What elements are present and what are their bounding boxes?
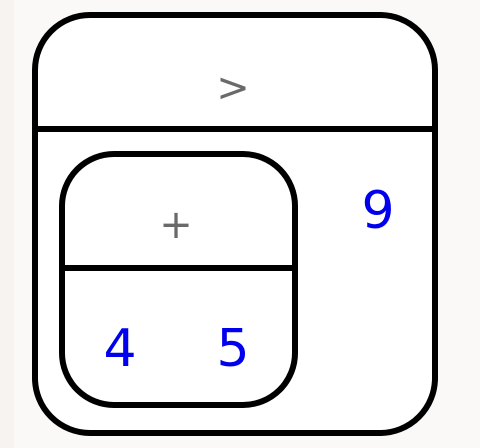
comparison-node-divider bbox=[38, 126, 432, 132]
comparison-operator: > bbox=[216, 65, 250, 111]
addition-operand-right: 5 bbox=[216, 319, 250, 379]
addition-operand-left: 4 bbox=[103, 319, 137, 379]
addition-operator: + bbox=[159, 202, 193, 248]
right-operand-value: 9 bbox=[361, 181, 395, 241]
addition-node: + 4 5 bbox=[59, 151, 298, 408]
addition-node-divider bbox=[65, 265, 292, 271]
